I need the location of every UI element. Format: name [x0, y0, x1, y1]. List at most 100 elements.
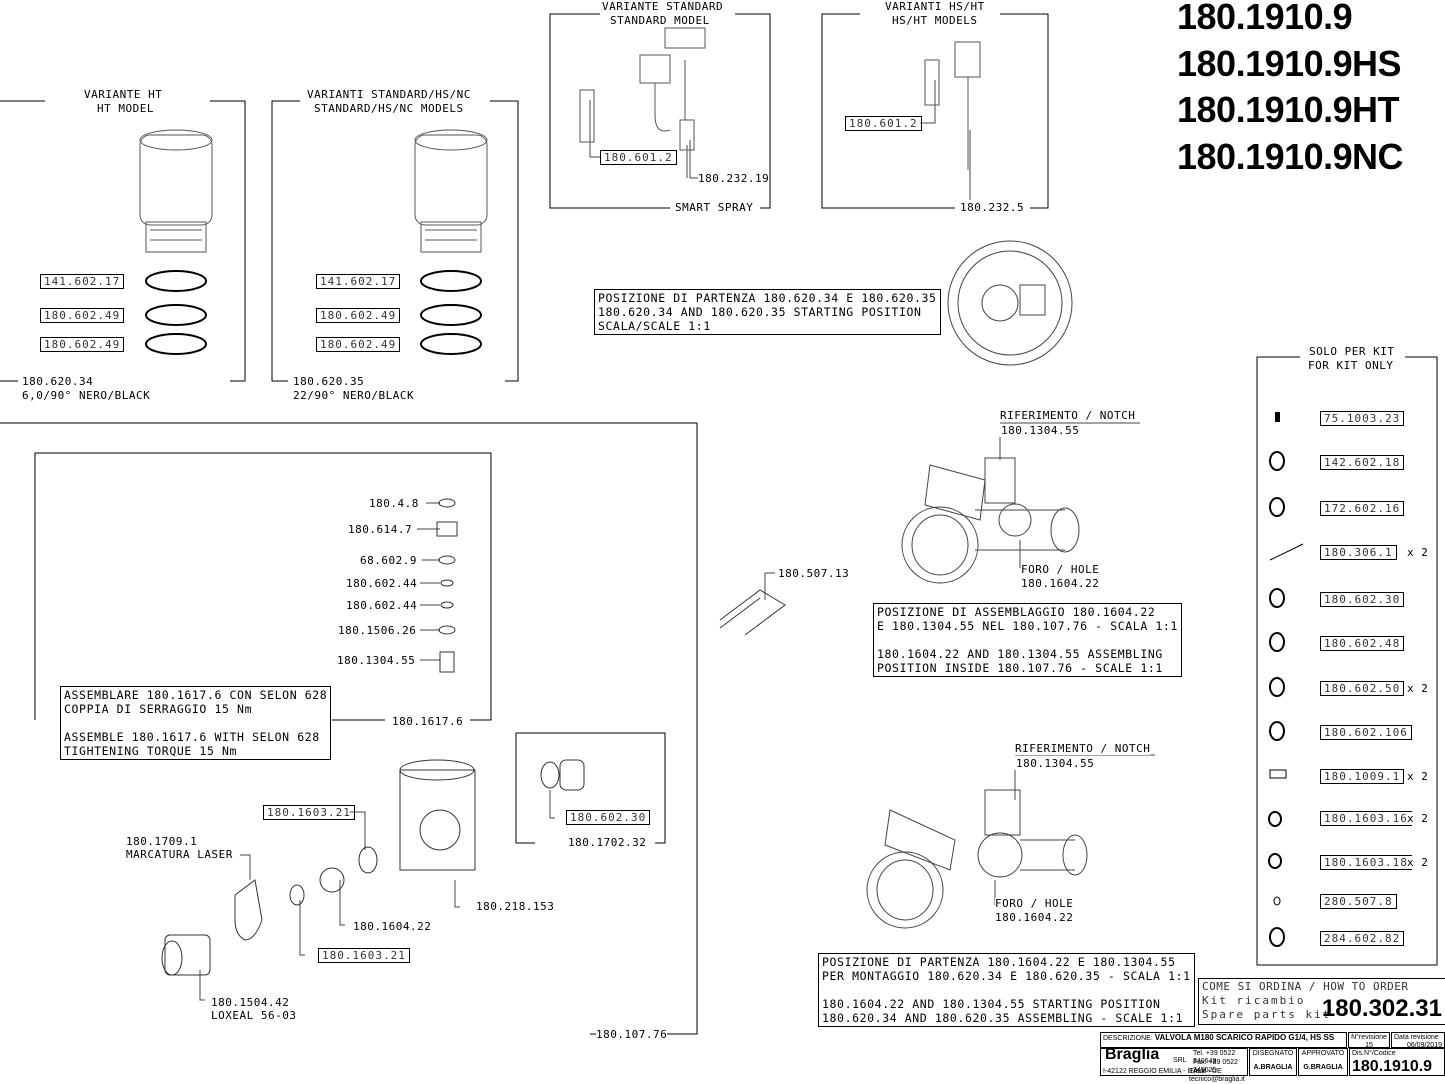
frame-kit — [1256, 356, 1438, 966]
stack-part-code: 68.602.9 — [360, 554, 417, 567]
stack-part-code: 180.602.44 — [346, 599, 418, 612]
ball-code: 180.1604.22 — [353, 920, 432, 933]
how-to-order-title: COME SI ORDINA / HOW TO ORDER — [1202, 980, 1409, 993]
hole-code: 180.1604.22 — [995, 911, 1074, 924]
drawing-variant-1: HS — [1352, 42, 1402, 84]
stack-part-code: 180.614.7 — [348, 523, 413, 536]
oring-code: 180.602.30 — [566, 810, 651, 825]
kit-item-code: 180.602.48 — [1320, 636, 1405, 651]
kit-item-code: 180.306.1 — [1320, 545, 1397, 560]
std-cartridge-code: 180.620.35 — [293, 375, 365, 388]
hole-code: 180.1604.22 — [1021, 577, 1100, 590]
cartridge-ht — [139, 129, 213, 253]
ring-code: 180.602.49 — [40, 337, 125, 352]
starting-position-note: POSIZIONE DI PARTENZA 180.1604.22 E 180.… — [818, 953, 1195, 1027]
frame-standard — [549, 13, 771, 209]
connector-hsht — [924, 41, 981, 170]
drawing-code-0: 180.1910.9 — [1177, 0, 1353, 37]
frame-std — [271, 100, 519, 382]
stack-part-code: 180.602.44 — [346, 577, 418, 590]
notch-label: RIFERIMENTO / NOTCH — [1000, 409, 1136, 422]
kit-title: SOLO PER KIT — [1309, 345, 1395, 358]
kit-item-qty: x 2 — [1407, 546, 1429, 559]
notch-code: 180.1304.55 — [1001, 424, 1080, 437]
kit-item-qty: x 2 — [1407, 856, 1429, 869]
notch-label: RIFERIMENTO / NOTCH — [1015, 742, 1151, 755]
cartridge-std — [414, 129, 488, 253]
company-logo: Braglia — [1105, 1046, 1160, 1063]
kit-label-en: Spare parts kit — [1202, 1008, 1332, 1021]
assembly-stack-parts — [436, 498, 458, 673]
hole-label: FORO / HOLE — [1021, 563, 1100, 576]
laser-part-desc: MARCATURA LASER — [126, 848, 233, 861]
valve-body — [161, 589, 786, 976]
std-title: VARIANTI STANDARD/HS/NC — [307, 88, 471, 101]
company-cell: Braglia SRL Tel. +39 0522 340648 Fax. +3… — [1100, 1046, 1248, 1083]
seal-code: 180.601.2 — [845, 116, 922, 131]
std-subtitle: STANDARD/HS/NC MODELS — [314, 102, 464, 115]
kit-icons — [1268, 412, 1304, 947]
valve-section-1 — [901, 457, 1080, 584]
description-cell: DESCRIZIONE: VALVOLA M180 SCARICO RAPIDO… — [1100, 1032, 1347, 1048]
stack-part-code: 180.4.8 — [369, 497, 419, 510]
ring-code: 141.602.17 — [40, 274, 125, 289]
seat-code: 180.1603.21 — [318, 948, 410, 963]
standard-title: VARIANTE STANDARD — [602, 0, 724, 13]
stack-part-code: 180.1506.26 — [338, 624, 417, 637]
o-rings — [145, 270, 482, 355]
kit-item-qty: x 2 — [1407, 682, 1429, 695]
kit-label-it: Kit ricambio — [1202, 994, 1306, 1007]
start-position-note: POSIZIONE DI PARTENZA 180.620.34 E 180.6… — [594, 289, 941, 335]
ring-code: 180.602.49 — [316, 308, 401, 323]
drawing-variant-3: NC — [1352, 135, 1404, 177]
smart-spray-label: SMART SPRAY — [675, 201, 754, 214]
ht-subtitle: HT MODEL — [97, 102, 154, 115]
clip-code: 180.507.13 — [778, 567, 850, 580]
kit-item-code: 75.1003.23 — [1320, 411, 1405, 426]
kit-item-code: 280.507.8 — [1320, 894, 1397, 909]
ring-code: 180.602.49 — [316, 337, 401, 352]
kit-item-code: 180.1009.1 — [1320, 769, 1405, 784]
frame-subassembly — [34, 452, 492, 721]
valve-section-2 — [866, 789, 1088, 929]
nipple-code: 180.1702.32 — [568, 836, 647, 849]
cable-code: 180.232.19 — [698, 172, 770, 185]
drawing-code-3: 180.1910.9 — [1177, 135, 1353, 177]
kit-item-code: 142.602.18 — [1320, 455, 1405, 470]
assembly-code: 180.107.76 — [596, 1028, 668, 1041]
standard-subtitle: STANDARD MODEL — [610, 14, 710, 27]
kit-subtitle: FOR KIT ONLY — [1308, 359, 1394, 372]
fitting-desc: LOXEAL 56-03 — [211, 1009, 297, 1022]
connector-standard — [579, 27, 706, 151]
kit-item-qty: x 2 — [1407, 770, 1429, 783]
kit-item-qty: x 2 — [1407, 812, 1429, 825]
fitting-code: 180.1504.42 — [211, 996, 290, 1009]
hsht-title: VARIANTI HS/HT — [885, 0, 985, 13]
laser-part-code: 180.1709.1 — [126, 835, 198, 848]
kit-item-code: 172.602.16 — [1320, 501, 1405, 516]
ring-code: 141.602.17 — [316, 274, 401, 289]
seat-code: 180.1603.21 — [263, 805, 355, 820]
how-to-order-box: COME SI ORDINA / HOW TO ORDER Kit ricamb… — [1198, 978, 1445, 1025]
kit-item-code: 180.1603.16 — [1320, 811, 1412, 826]
ht-cartridge-desc: 6,0/90° NERO/BLACK — [22, 389, 151, 402]
ring-code: 180.602.49 — [40, 308, 125, 323]
kit-item-code: 180.602.50 — [1320, 681, 1405, 696]
notch-code: 180.1304.55 — [1016, 757, 1095, 770]
ht-title: VARIANTE HT — [84, 88, 163, 101]
frame-hsht — [821, 13, 1049, 209]
subassembly-code: 180.1617.6 — [392, 715, 464, 728]
kit-item-code: 180.602.106 — [1320, 725, 1412, 740]
hole-label: FORO / HOLE — [995, 897, 1074, 910]
drawing-code-2: 180.1910.9 — [1177, 89, 1353, 130]
kit-item-code: 180.602.30 — [1320, 592, 1405, 607]
seal-code: 180.601.2 — [600, 150, 677, 165]
kit-item-code: 284.602.82 — [1320, 931, 1405, 946]
ht-cartridge-code: 180.620.34 — [22, 375, 94, 388]
drawing-code-1: 180.1910.9 — [1177, 42, 1353, 84]
